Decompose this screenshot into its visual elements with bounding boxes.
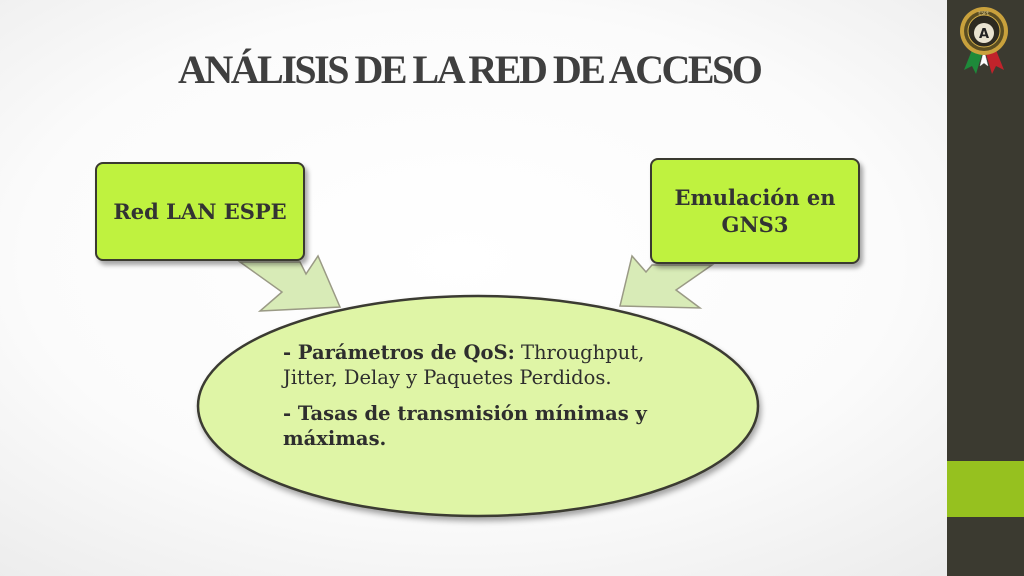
- box-red-lan-espe: Red LAN ESPE: [95, 162, 305, 261]
- center-ellipse: [196, 294, 760, 518]
- espe-seal-logo: ESPE A: [960, 7, 1008, 74]
- transmission-rates-item: - Tasas de transmisión mínimas y máximas…: [283, 401, 703, 452]
- logo-text: ESPE: [978, 11, 989, 17]
- qos-parameters-item: - Parámetros de QoS: Throughput, Jitter,…: [283, 340, 703, 391]
- qos-item-text: Throughput, Jitter, Delay y Paquetes Per…: [283, 341, 645, 390]
- box-emulacion-gns3: Emulación en GNS3: [650, 158, 860, 264]
- ellipse-content: - Parámetros de QoS: Throughput, Jitter,…: [283, 340, 703, 461]
- logo-letter: A: [979, 27, 989, 42]
- arrow-right: [619, 254, 715, 309]
- page-title: ANÁLISIS DE LA RED DE ACCESO: [178, 47, 763, 92]
- sidebar-accent: [947, 461, 1024, 517]
- arrow-left: [237, 254, 342, 312]
- box-right-label: Emulación en GNS3: [674, 184, 836, 237]
- qos-item-bold: - Parámetros de QoS:: [283, 341, 515, 364]
- box-left-label: Red LAN ESPE: [113, 198, 287, 224]
- rates-item-bold: - Tasas de transmisión mínimas y máximas…: [283, 401, 647, 451]
